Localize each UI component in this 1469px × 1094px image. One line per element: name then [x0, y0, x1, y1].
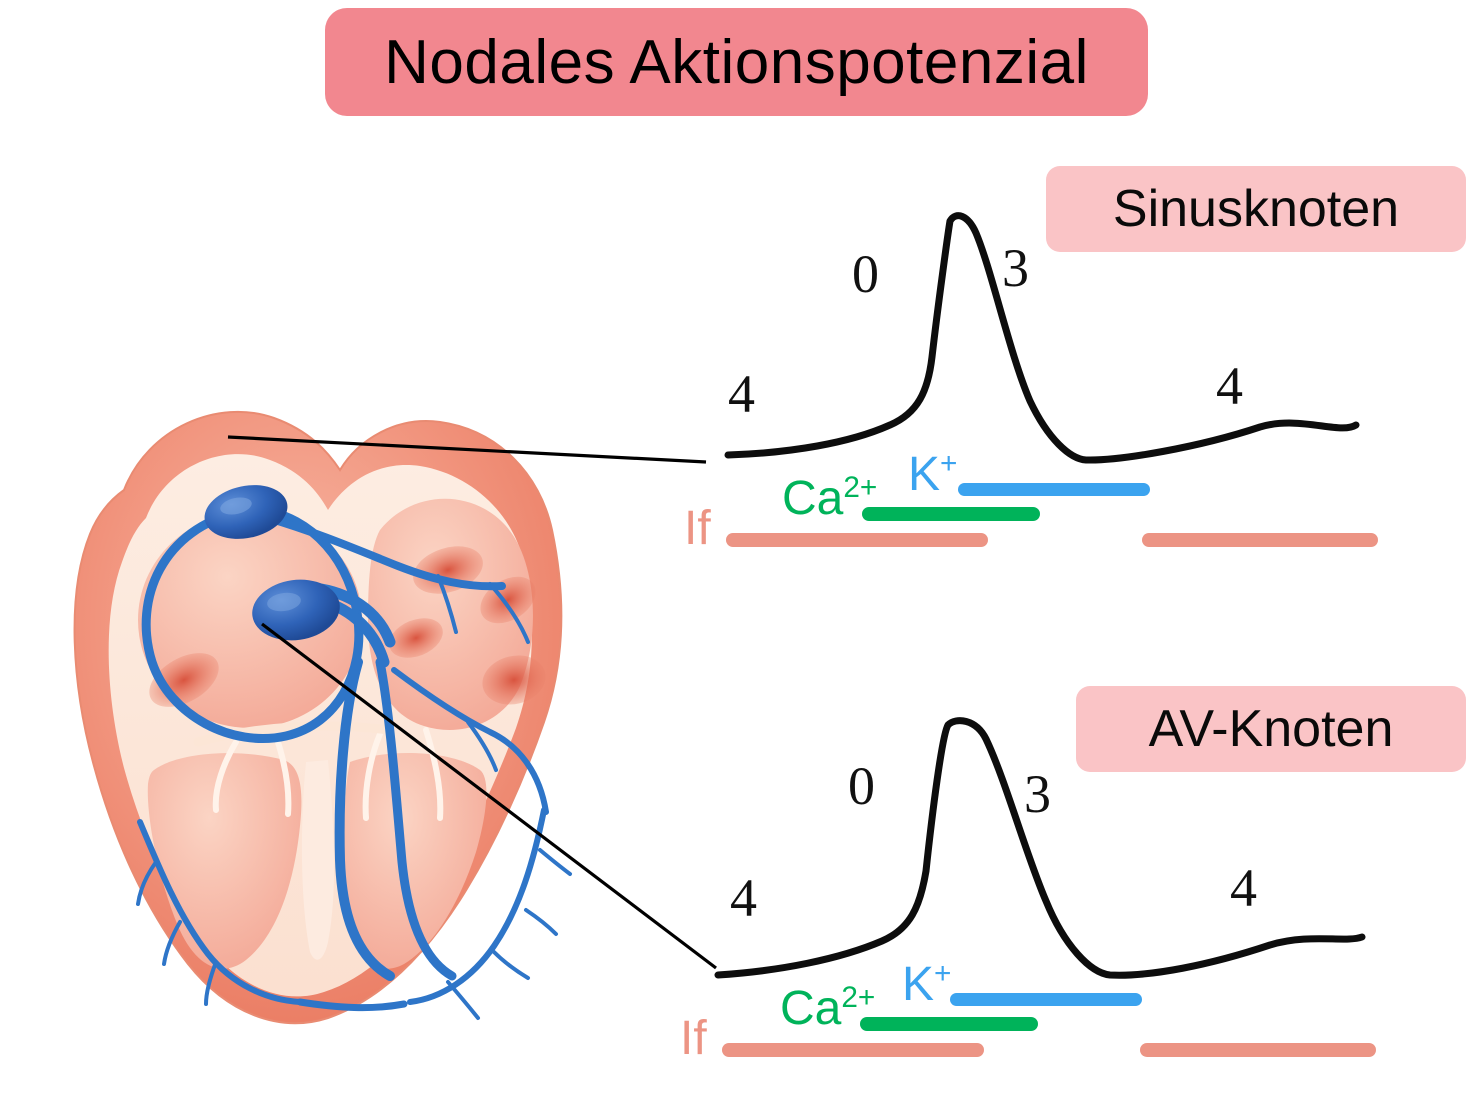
purkinje-fiber [136, 860, 158, 906]
ion-bar-calcium [862, 507, 1040, 521]
phase-label-0: 0 [848, 756, 875, 816]
ion-bar-funny-current-right [1142, 533, 1378, 547]
page-title: Nodales Aktionspotenzial [384, 27, 1089, 97]
ion-label-calcium: Ca2+ [780, 981, 876, 1035]
purkinje-fiber [538, 848, 572, 876]
ion-label-calcium: Ca2+ [782, 471, 878, 525]
phase-label-4-right: 4 [1216, 356, 1243, 416]
purkinje-fiber [204, 960, 218, 1006]
purkinje-fiber [296, 998, 408, 1012]
valve-leaflet [212, 739, 239, 813]
heart-svg [73, 410, 572, 1025]
ion-bar-funny-current-left [722, 1043, 984, 1057]
phase-label-0: 0 [852, 244, 879, 304]
phase-label-3: 3 [1024, 764, 1051, 824]
action-potential-panel-av: 4 0 3 4 If Ca2+ K+ [680, 695, 1390, 1075]
ion-bar-funny-current-right [1140, 1043, 1376, 1057]
ap-curve-path-sinus [724, 212, 1360, 464]
right-atrial-branch [264, 514, 506, 591]
ap-curve-path-av [714, 717, 1366, 979]
purkinje-fiber [492, 950, 530, 980]
phase-label-4-left: 4 [730, 868, 757, 928]
ap-curve-sinus [724, 212, 1360, 464]
label-badge-av-knoten: AV-Knoten [1076, 686, 1466, 772]
sinoatrial-node-highlight [220, 497, 252, 515]
ion-label-funny-current: If [684, 502, 711, 555]
ion-label-funny-current: If [680, 1012, 707, 1065]
purkinje-fiber [162, 920, 182, 966]
purkinje-fiber [446, 980, 480, 1020]
ion-bar-potassium [958, 483, 1150, 496]
ion-label-potassium: K+ [908, 447, 958, 501]
ion-bar-calcium [860, 1017, 1038, 1031]
label-av-knoten: AV-Knoten [1148, 700, 1394, 758]
ap-curve-av [714, 717, 1366, 979]
phase-label-4-left: 4 [728, 364, 755, 424]
page-title-badge: Nodales Aktionspotenzial [325, 8, 1148, 116]
atrioventricular-node-highlight [267, 592, 301, 612]
interventricular-septum [301, 760, 335, 960]
phase-label-3: 3 [1002, 238, 1029, 298]
sinoatrial-node-body [204, 485, 288, 539]
action-potential-panel-sinus: 4 0 3 4 If Ca2+ K+ [684, 185, 1400, 565]
ion-bar-potassium [950, 993, 1142, 1006]
label-badge-sinusknoten: Sinusknoten [1046, 166, 1466, 252]
ion-label-potassium: K+ [902, 957, 952, 1011]
label-sinusknoten: Sinusknoten [1112, 180, 1400, 238]
phase-label-4-right: 4 [1230, 858, 1257, 918]
purkinje-fiber [524, 908, 558, 936]
heart-anatomy-illustration [28, 370, 608, 1030]
ion-bar-funny-current-left [726, 533, 988, 547]
